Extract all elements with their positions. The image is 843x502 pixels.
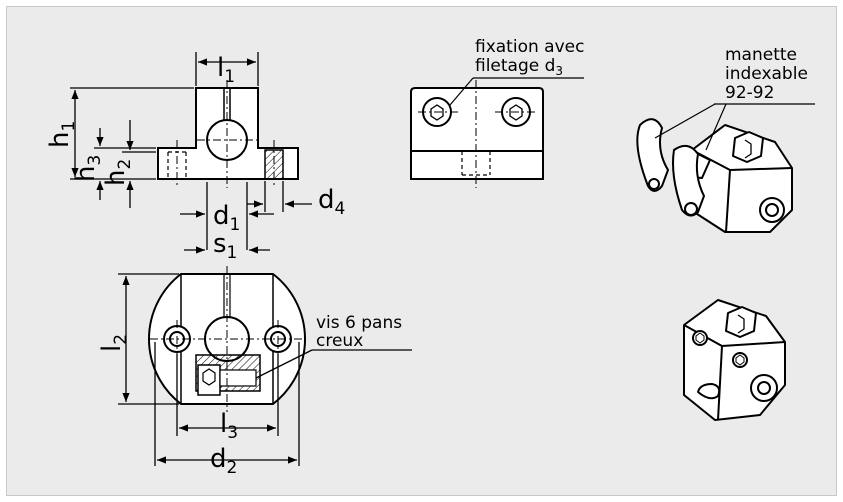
dim-s1-label: s1 — [213, 229, 237, 263]
dim-l3-label: l3 — [220, 409, 238, 443]
dim-h1-label: h1 — [45, 121, 79, 148]
screw-callout-line2: creux — [316, 331, 363, 351]
dim-l2-label: l2 — [97, 334, 131, 352]
lever-callout-line3: 92-92 — [725, 83, 774, 103]
screw-callout-line1: vis 6 pans — [316, 313, 402, 333]
lever-callout-line1: manette — [725, 45, 797, 65]
isometric-plain — [683, 299, 786, 421]
side-view — [410, 77, 584, 188]
dim-l1-label: l1 — [217, 53, 235, 87]
fixation-callout-line2: filetage d3 — [475, 56, 563, 78]
front-view — [157, 80, 299, 188]
dim-d4-label: d4 — [318, 185, 345, 219]
fixation-callout-line1: fixation avec — [475, 37, 584, 57]
isometric-with-levers — [636, 103, 815, 233]
dim-h2-label: h2 — [101, 159, 135, 186]
dim-h3-label: h3 — [71, 155, 105, 182]
front-view-dimensions — [70, 52, 312, 254]
dim-d2-label: d2 — [210, 444, 237, 478]
top-view-dimensions — [118, 273, 412, 466]
lever-callout-line2: indexable — [725, 64, 808, 84]
dim-d1-label: d1 — [213, 201, 240, 235]
top-view — [147, 266, 307, 412]
